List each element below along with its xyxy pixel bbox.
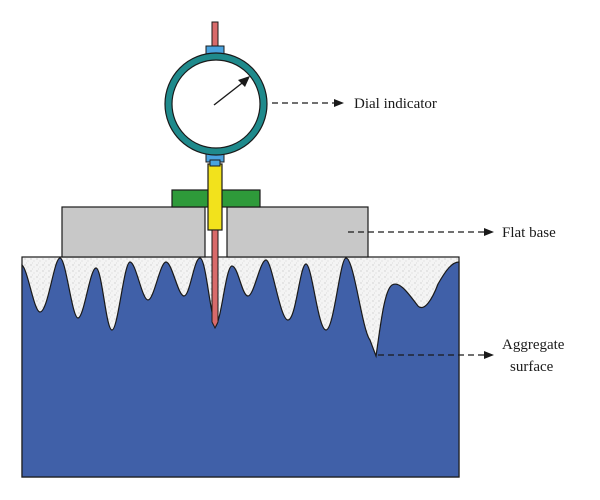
dial-gauge xyxy=(164,52,268,156)
dial-needle-tip xyxy=(238,76,250,87)
dial-indicator-callout: Dial indicator xyxy=(272,96,437,112)
aggregate-block xyxy=(21,256,460,478)
flat-base-left xyxy=(61,206,206,258)
flat-base xyxy=(61,206,369,258)
flat-base-label: Flat base xyxy=(502,225,556,241)
aggregate-surface-callout: Aggregate surface xyxy=(378,337,565,375)
plunger-rod xyxy=(211,21,219,49)
flat-base-right xyxy=(226,206,369,258)
indicator-stem xyxy=(207,163,223,231)
flat-base-arrowhead xyxy=(484,228,494,236)
dial-neck xyxy=(209,159,221,167)
indicator-probe xyxy=(211,229,219,330)
dial-indicator-arrowhead xyxy=(334,99,344,107)
dial-needle xyxy=(213,79,247,106)
aggregate-surface-label-line1: Aggregate xyxy=(502,337,565,353)
flat-base-callout: Flat base xyxy=(348,225,556,241)
aggregate-surface-label-line2: surface xyxy=(510,359,554,375)
aggregate-surface-arrowhead xyxy=(484,351,494,359)
dial-indicator-label: Dial indicator xyxy=(354,96,437,112)
aggregate-surface-profile xyxy=(21,257,460,478)
